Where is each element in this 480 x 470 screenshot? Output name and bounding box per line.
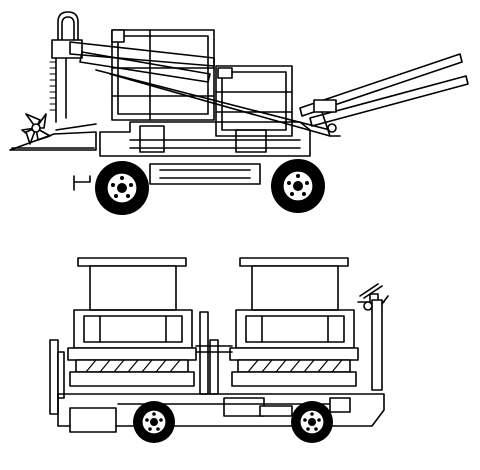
- front-post: [49, 339, 65, 415]
- center-posts: [195, 311, 233, 395]
- carrier-front-wheel: [133, 401, 175, 443]
- steering-column: [357, 283, 389, 391]
- lifting-hook: [57, 11, 79, 45]
- engine-block: [215, 65, 293, 137]
- frame-cage: [111, 29, 215, 121]
- right-container: [229, 257, 359, 387]
- carrier-chassis: [57, 393, 385, 433]
- left-container: [67, 257, 197, 387]
- chassis: [73, 121, 311, 191]
- front-skid: [9, 123, 97, 151]
- front-column: [49, 39, 83, 123]
- dual-container-carrier-icon: [49, 257, 389, 443]
- cutter-rotor: [21, 113, 51, 145]
- harvester-front-wheel: [95, 161, 149, 215]
- harvester-rear-wheel: [271, 159, 325, 213]
- harvester-machine-icon: [9, 11, 469, 215]
- carrier-rear-wheel: [291, 401, 333, 443]
- discharge-elevator: [299, 53, 469, 137]
